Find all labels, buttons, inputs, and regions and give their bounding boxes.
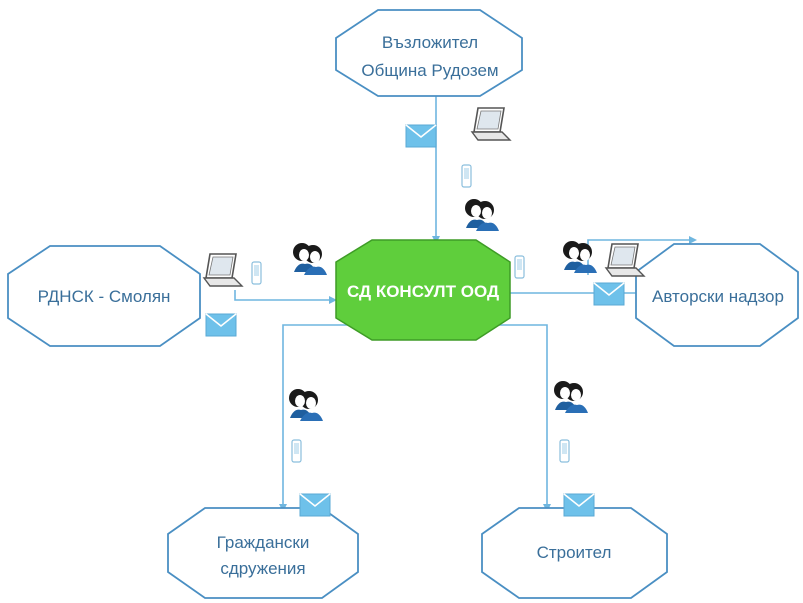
node-rdnsk-shape: [7, 245, 201, 347]
node-author-supervision-label: Авторски надзор: [652, 287, 784, 306]
node-civil-associations-shape: [167, 507, 359, 599]
phone-icon: [291, 439, 302, 463]
connector-bottom-left: [282, 324, 360, 508]
connector-bottom-right: [470, 324, 548, 508]
laptop-icon: [203, 253, 243, 287]
node-civil-associations: Граждански сдружения: [167, 507, 359, 599]
node-rdnsk: РДНСК - Смолян: [7, 245, 201, 347]
people-icon: [289, 389, 323, 421]
node-rdnsk-label: РДНСК - Смолян: [38, 287, 171, 306]
node-author-supervision: Авторски надзор: [635, 243, 799, 347]
envelope-icon: [593, 282, 625, 306]
phone-icon: [461, 164, 472, 188]
envelope-icon: [299, 493, 331, 517]
laptop-icon: [471, 107, 511, 141]
people-icon: [554, 381, 588, 413]
people-icon: [563, 241, 597, 273]
people-icon: [293, 243, 327, 275]
node-investor-shape: [335, 9, 523, 97]
phone-icon: [559, 439, 570, 463]
connector-right-upper: [587, 239, 693, 275]
phone-icon: [251, 261, 262, 285]
node-center-company: СД КОНСУЛТ ООД: [335, 239, 511, 341]
envelope-icon: [405, 124, 437, 148]
node-investor-label-line2: Община Рудозем: [361, 61, 498, 80]
node-center-label: СД КОНСУЛТ ООД: [347, 282, 499, 301]
node-investor: Възложител Община Рудозем: [335, 9, 523, 97]
node-civil-associations-label-line1: Граждански: [217, 533, 310, 552]
node-builder: Строител: [481, 507, 668, 599]
node-author-supervision-shape: [635, 243, 799, 347]
node-investor-label-line1: Възложител: [382, 33, 478, 52]
laptop-icon: [605, 243, 645, 277]
connector-left: [234, 290, 333, 301]
node-builder-shape: [481, 507, 668, 599]
node-civil-associations-label-line2: сдружения: [220, 559, 305, 578]
arrowhead-right: [689, 236, 697, 244]
people-icon: [465, 199, 499, 231]
phone-icon: [514, 255, 525, 279]
envelope-icon: [563, 493, 595, 517]
node-builder-label: Строител: [537, 543, 612, 562]
envelope-icon: [205, 313, 237, 337]
node-center-shape: [335, 239, 511, 341]
arrowhead-left: [329, 296, 337, 304]
